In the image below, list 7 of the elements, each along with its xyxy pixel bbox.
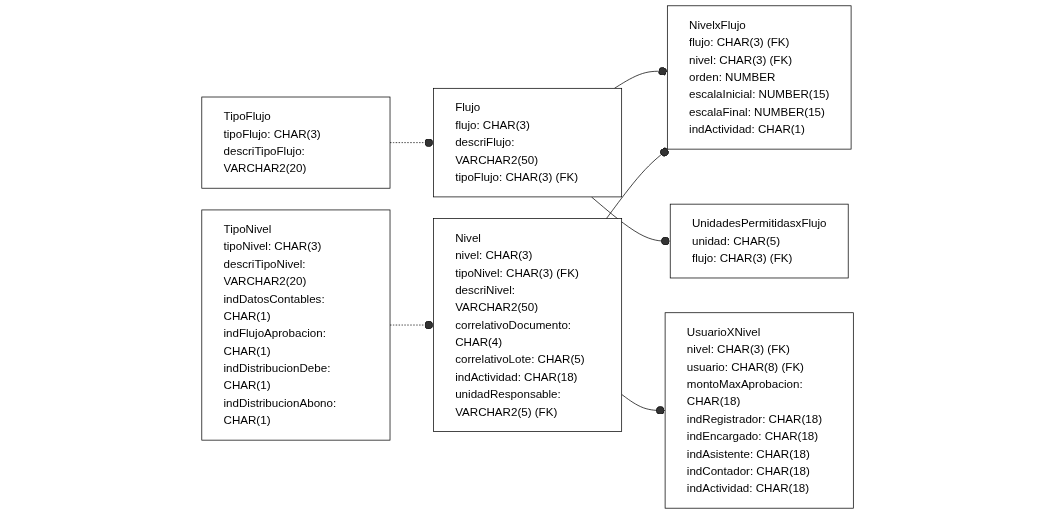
node-box: UnidadesPermitidasxFlujo unidad: CHAR(5) flujo: CHAR(3) (FK) bbox=[669, 203, 849, 279]
node-box: TipoFlujo tipoFlujo: CHAR(3) descriTipoFlujo: VARCHAR2(20) bbox=[201, 96, 391, 189]
node-box: NivelxFlujo flujo: CHAR(3) (FK) nivel: CHAR(3) (FK) orden: NUMBER escalaInicial: NUMBER(15) escalaFinal: NUMBER(15) indActividad: CHAR(1) bbox=[666, 5, 852, 150]
node-box: Nivel nivel: CHAR(3) tipoNivel: CHAR(3) (FK) descriNivel: VARCHAR2(50) correlativoDocumento: CHAR(4) correlativoLote: CHAR(5) indActividad: CHAR(18) unidadResponsable: VARCHAR2(5) (FK) bbox=[433, 218, 622, 432]
node-box: UsuarioXNivel nivel: CHAR(3) (FK) usuario: CHAR(8) (FK) montoMaxAprobacion: CHAR(18) indRegistrador: CHAR(18) indEncargado: CHAR(18) indAsistente: CHAR(18) indContador: CHAR(18) indActividad: CHAR(18) bbox=[664, 312, 854, 509]
node-box: TipoNivel tipoNivel: CHAR(3) descriTipoNivel: VARCHAR2(20) indDatosContables: CHAR(1) indFlujoAprobacion: CHAR(1) indDistribucionDebe: CHAR(1) indDistribucionAbono: CHAR(1) bbox=[201, 209, 391, 441]
node-box: Flujo flujo: CHAR(3) descriFlujo: VARCHAR2(50) tipoFlujo: CHAR(3) (FK) bbox=[433, 87, 622, 198]
